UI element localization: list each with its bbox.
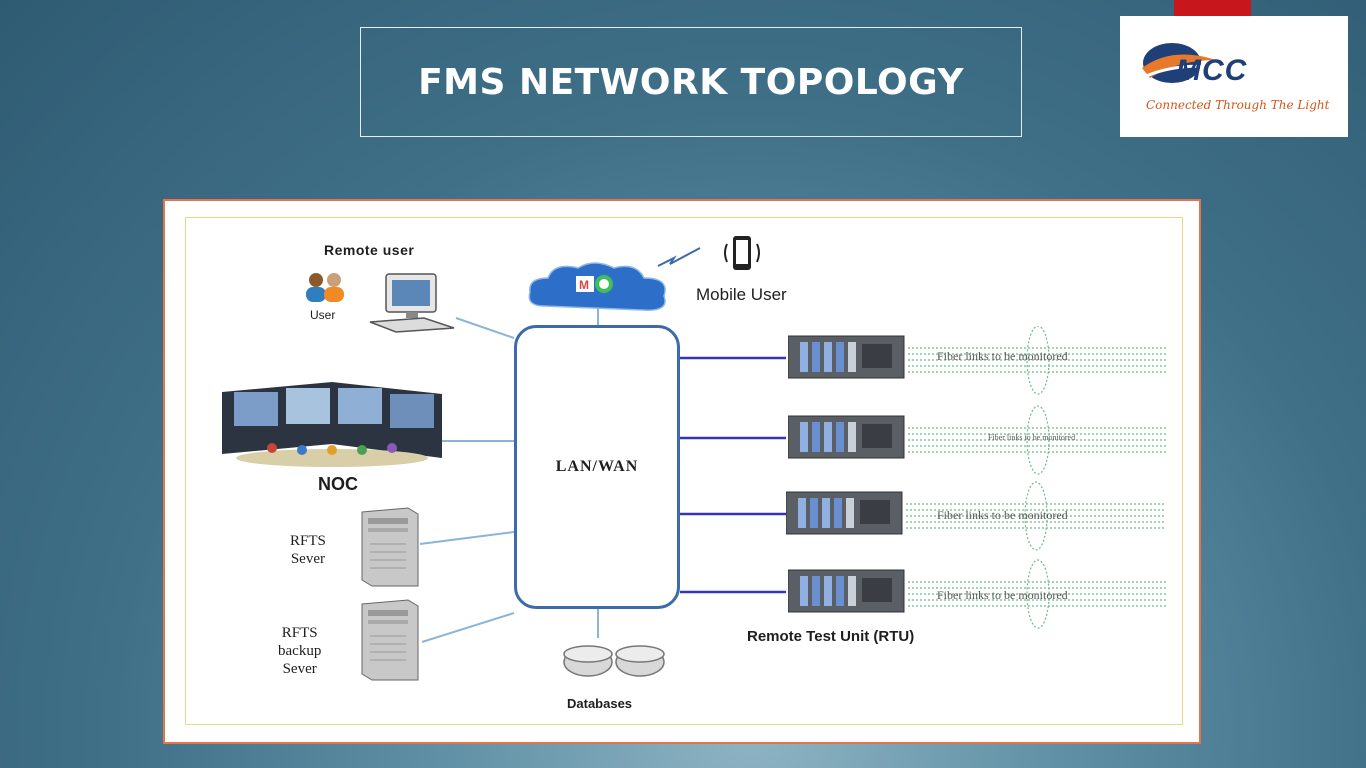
lan-wan-box: LAN/WAN <box>514 325 680 609</box>
databases-label: Databases <box>567 696 633 711</box>
rfts-backup-label-line-1: RFTS <box>281 625 318 641</box>
fiber-links-graphic <box>906 326 1168 629</box>
rtu-unit-4-icon <box>788 569 905 613</box>
rtu-unit-3-icon <box>786 491 903 535</box>
rfts-server-label-line-2: Sever <box>290 551 325 567</box>
users-icon <box>306 273 344 302</box>
logo-swoosh-icon <box>1142 43 1221 83</box>
rfts-server-label: RFTS Sever <box>290 532 326 568</box>
fiber-label-1: Fiber links to be monitored <box>937 349 1068 363</box>
rfts-backup-label-line-2: backup <box>278 643 322 659</box>
network-diagram: Remote user User M Mobile Us <box>185 217 1183 725</box>
rtu-label: Remote Test Unit (RTU) <box>747 628 915 645</box>
noc-label: NOC <box>318 474 358 494</box>
fiber-label-2: Fiber links to be monitored <box>988 433 1076 442</box>
rtu-unit-2-icon <box>788 415 905 459</box>
rfts-server-icon <box>361 507 419 587</box>
mobile-user-label: Mobile User <box>696 285 787 304</box>
svg-text:M: M <box>579 278 589 292</box>
mcc-logo: MCC Connected Through The Light <box>1120 16 1348 137</box>
remote-user-label: Remote user <box>324 242 415 258</box>
rfts-backup-label-line-3: Sever <box>282 661 317 677</box>
accent-tab <box>1174 0 1251 16</box>
cloud-icon: M <box>528 262 666 311</box>
logo-tagline: Connected Through The Light <box>1146 98 1330 112</box>
connection-lines <box>419 247 786 643</box>
mobile-phone-icon <box>724 236 760 270</box>
fiber-label-3: Fiber links to be monitored <box>937 508 1068 522</box>
rfts-server-label-line-1: RFTS <box>290 533 326 549</box>
fiber-label-4: Fiber links to be monitored <box>937 588 1068 602</box>
noc-control-room-icon <box>222 382 442 467</box>
desktop-computer-icon <box>369 273 455 333</box>
diagram-frame: Remote user User M Mobile Us <box>163 199 1201 744</box>
databases-icon <box>563 645 665 677</box>
lan-wan-label: LAN/WAN <box>555 458 639 475</box>
user-label: User <box>310 308 336 322</box>
rtu-unit-1-icon <box>788 335 905 379</box>
rfts-backup-server-icon <box>361 599 419 681</box>
title-box: FMS NETWORK TOPOLOGY <box>360 27 1022 137</box>
rfts-backup-server-label: RFTS backup Sever <box>278 624 321 678</box>
logo-word: MCC <box>1176 54 1248 87</box>
slide-title: FMS NETWORK TOPOLOGY <box>418 61 964 103</box>
